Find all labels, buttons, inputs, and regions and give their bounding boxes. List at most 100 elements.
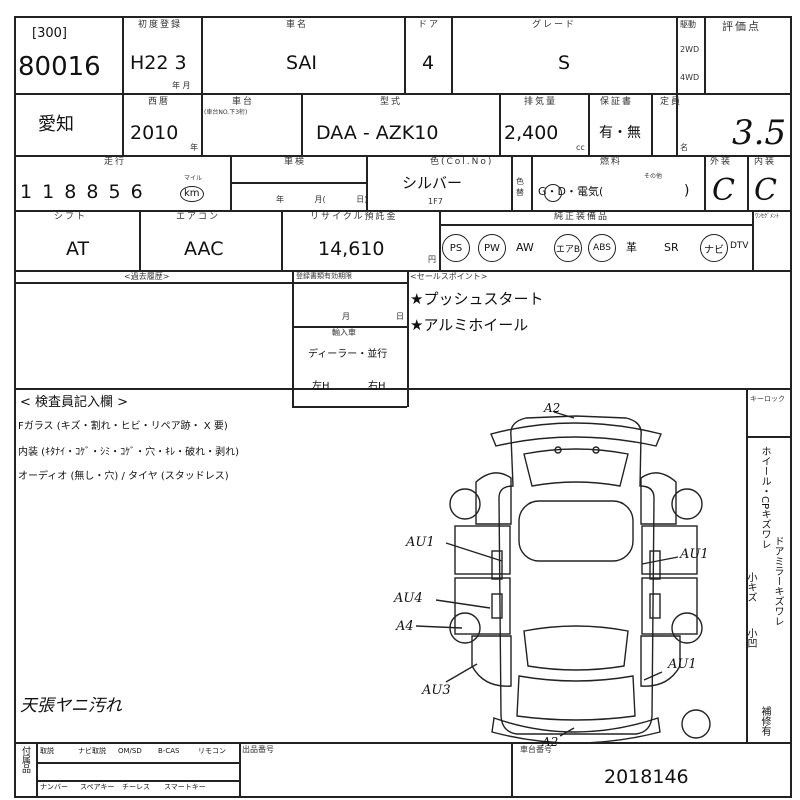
chassis-note: (車台NO.下3桁) [204,109,248,116]
frame-left [14,16,16,798]
row-line-2 [14,155,792,157]
equipment-item: AW [516,241,534,254]
accessory-item: スペアキー [80,783,115,791]
import-left: 左H [312,381,330,392]
inspector-title: < 検査員記入欄 > [20,395,129,410]
inspector-glass: Fガラス (キズ・割れ・ヒビ・リペア跡・ X 要) [18,421,228,432]
displacement-unit: cc [576,143,585,152]
chassis-label: 車台 [232,97,255,107]
model-year-unit: 年 [190,143,198,152]
lot-prefix: [300] [32,26,67,41]
drive-label: 駆動 [680,20,696,29]
exterior-label: 外装 [710,157,733,167]
displacement-value: 2,400 [504,122,559,144]
shift-label: シフト [54,212,88,222]
mileage-label: 走行 [104,157,127,167]
import-label: 輸入車 [332,328,356,337]
sales-point-1: ★プッシュスタート [410,290,544,308]
import-right: 右H [368,381,386,392]
model-type-label: 型式 [380,97,403,107]
mileage-value: 1 1 8 8 5 6 [20,181,145,203]
equipment-label: 純正装備品 [554,212,610,222]
damage-mark-right-front-door: AU1 [680,547,709,562]
registration-day: 日 [396,312,404,321]
warranty-label: 保証書 [600,97,634,107]
fuel-close: ) [684,183,690,199]
score-label: 評価点 [722,20,761,33]
equipment-item: DTV [730,241,749,251]
color-code: 1F7 [428,197,443,206]
fuel-label: 燃料 [600,157,623,167]
mileage-unit-top: マイル [184,175,203,182]
grade-label: グレード [532,20,577,30]
registration-expiry-label: 登録書類有効期限 [296,272,352,280]
model-year-label: 西暦 [148,97,171,107]
row-line-6 [14,742,792,744]
damage-mark-left-front-door: AU1 [406,535,435,550]
door-label: ドア [418,20,441,30]
accessory-item: ナビ取説 [78,747,106,755]
accessory-item: B-CAS [158,747,180,755]
equipment-item: エアB [554,234,582,262]
color-change-label: 色替 [516,177,524,198]
import-value: ディーラー・並行 [308,349,388,360]
equipment-item: ナビ [700,234,728,262]
equipment-item: PS [442,234,470,262]
key-lock-label: キーロック [750,395,785,403]
sales-point-2: ★アルミホイール [410,316,529,334]
shift-value: AT [66,238,90,260]
exterior-value: C [712,173,735,208]
inspection-date-unit: 年 月( 日) [276,195,368,204]
lot-number: 80016 [18,52,101,82]
inspection-date-label: 車検 [284,157,307,167]
recycle-label: リサイクル預託金 [310,212,398,222]
inspector-interior: 内装 (ｷﾀﾅｲ・ｺｹﾞ・ｼﾐ・ｺｹﾞ・穴・ｷﾚ・破れ・剥れ) [18,447,239,458]
exhibitor-number-label: 出品番号 [242,745,274,754]
accessory-item: OM/SD [118,747,142,755]
drive-2wd: 2WD [680,45,700,54]
damage-mark-left-side: A4 [396,619,414,634]
legend-repair: 補修有 [759,706,770,736]
damage-mark-right-rear: AU1 [668,657,697,672]
color-label: 色(Col.No) [430,157,494,167]
recycle-unit: 円 [428,255,436,264]
color-value: シルバー [402,174,463,192]
first-registration-value: H22 3 [130,52,187,74]
region-value: 愛知 [38,114,74,135]
damage-mark-left-rear: AU3 [422,683,451,698]
mileage-unit-km: km [180,186,204,202]
capacity-label: 定員 [660,97,683,107]
aircon-label: エアコン [176,212,221,222]
chassis-number-label: 車台番号 [520,745,552,754]
drive-4wd: 4WD [680,73,700,82]
score-value: 3.5 [732,113,787,153]
capacity-unit: 名 [680,143,688,152]
accessory-item: ナンバー [40,783,68,791]
chassis-number-value: 2018146 [604,766,689,788]
model-year-value: 2010 [130,122,179,144]
recycle-value: 14,610 [318,238,385,260]
warranty-value: 有・無 [599,125,641,141]
damage-mark-left-rear-door: AU4 [394,591,423,606]
equipment-item: ABS [588,234,616,262]
aircon-value: AAC [184,238,224,260]
damage-mark-rear: A2 [542,735,559,749]
legend-small-scratch: 小キズ [745,572,756,602]
legend-door-mirror: ドアミラーキズワレ [772,536,783,626]
sales-points-label: <セールスポイント> [410,272,488,281]
displacement-label: 排気量 [524,97,558,107]
car-name-label: 車名 [286,20,309,30]
accessory-item: チーレス [122,783,150,791]
accessory-item: スマートキー [164,783,206,791]
first-registration-unit: 年 月 [172,81,191,90]
registration-month: 月 [342,312,350,321]
row-line-1 [14,93,792,95]
equipment-item: PW [478,234,506,262]
row-line-3 [14,210,792,212]
frame-bottom [14,796,792,798]
row-line-5 [14,388,792,390]
history-label: <過去履歴> [124,272,170,281]
first-registration-label: 初度登録 [138,20,183,30]
accessories-label: 付属品 [20,746,30,773]
inspector-audio: オーディオ (無し・穴) / タイヤ (スタッドレス) [18,471,229,482]
